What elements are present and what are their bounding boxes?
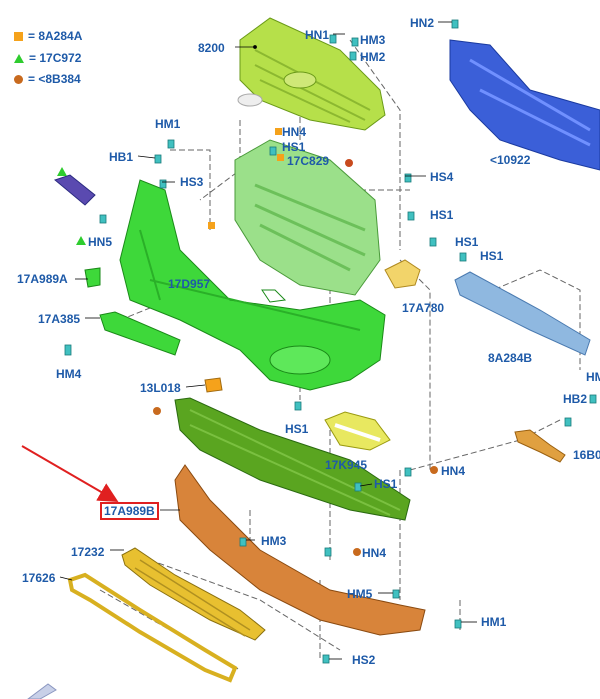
bumper-cover — [119, 179, 386, 391]
grille-panel — [239, 17, 386, 131]
marker-circle — [430, 466, 438, 474]
triangle-icon — [14, 53, 24, 63]
label-hs1[interactable]: HS1 — [430, 208, 454, 222]
marker-square — [208, 222, 215, 229]
square-icon — [14, 31, 23, 41]
marker-triangle — [76, 236, 86, 245]
fasteners — [64, 19, 597, 664]
label-10922[interactable]: <10922 — [490, 153, 531, 167]
label-8a284b[interactable]: 8A284B — [488, 351, 533, 365]
label-hm1[interactable]: HM1 — [155, 117, 181, 131]
grille-frame-17626 — [67, 572, 238, 683]
label-17d957[interactable]: 17D957 — [168, 277, 211, 291]
label-17a989b-highlighted[interactable]: 17A989B — [100, 502, 159, 520]
label-17c829[interactable]: 17C829 — [287, 154, 330, 168]
label-leaders — [59, 21, 477, 660]
label-hm1[interactable]: HM1 — [481, 615, 507, 629]
legend-item-square: = 8A284A — [14, 29, 82, 43]
marker-square — [277, 154, 284, 161]
label-hn5[interactable]: HN5 — [88, 235, 113, 249]
marker-square — [275, 128, 282, 135]
label-17232[interactable]: 17232 — [71, 545, 105, 559]
marker-triangle — [57, 167, 67, 176]
label-16b0[interactable]: 16B0 — [573, 448, 600, 462]
label-hn2[interactable]: HN2 — [410, 16, 435, 30]
label-hs2[interactable]: HS2 — [352, 653, 376, 667]
bracket-8a284b — [454, 271, 591, 356]
label-8200[interactable]: 8200 — [198, 41, 225, 55]
legend-item-circle: = <8B384 — [14, 72, 81, 86]
bracket-17a780 — [384, 259, 421, 289]
highlight-arrow — [21, 445, 119, 503]
label-13l018[interactable]: 13L018 — [140, 381, 181, 395]
label-hs1[interactable]: HS1 — [374, 477, 398, 491]
bracket-13l018 — [204, 377, 223, 393]
label-17626[interactable]: 17626 — [22, 571, 56, 585]
label-hs1[interactable]: HS1 — [480, 249, 504, 263]
label-17a780[interactable]: 17A780 — [402, 301, 445, 315]
label-hb1[interactable]: HB1 — [109, 150, 134, 164]
label-hs3[interactable]: HS3 — [180, 175, 204, 189]
label-hm3[interactable]: HM3 — [360, 33, 386, 47]
label-hn4[interactable]: HN4 — [362, 546, 387, 560]
circle-icon — [14, 74, 23, 84]
label-hs4[interactable]: HS4 — [430, 170, 454, 184]
label-hs1[interactable]: HS1 — [282, 140, 306, 154]
label-hn4[interactable]: HN4 — [441, 464, 466, 478]
label-hs1[interactable]: HS1 — [285, 422, 309, 436]
label-hm3[interactable]: HM3 — [261, 534, 287, 548]
left-side-bracket — [99, 311, 181, 356]
label-hm5[interactable]: HM5 — [347, 587, 373, 601]
label-hm-partial[interactable]: HM — [586, 370, 600, 384]
legend-text: = 17C972 — [29, 51, 82, 65]
lower-bumper-17a989b — [174, 464, 426, 636]
marker-circle — [153, 407, 161, 415]
label-hn4[interactable]: HN4 — [282, 125, 307, 139]
legend-item-triangle: = 17C972 — [14, 51, 81, 65]
legend-text: = 8A284A — [28, 29, 83, 43]
label-17a989a[interactable]: 17A989A — [17, 272, 68, 286]
bumper-support-bracket — [234, 139, 381, 296]
blue-impact-beam — [449, 39, 600, 171]
label-hb2[interactable]: HB2 — [563, 392, 588, 406]
label-17a385[interactable]: 17A385 — [38, 312, 81, 326]
label-hn1[interactable]: HN1 — [305, 28, 330, 42]
label-hm4[interactable]: HM4 — [56, 367, 82, 381]
nav-arrow-icon[interactable] — [27, 683, 57, 699]
label-hs1[interactable]: HS1 — [455, 235, 479, 249]
label-17k945[interactable]: 17K945 — [325, 458, 368, 472]
bracket-16b0 — [514, 429, 566, 463]
marker-circle — [353, 548, 361, 556]
legend-text: = <8B384 — [28, 72, 81, 86]
label-hm2[interactable]: HM2 — [360, 50, 386, 64]
marker-circle — [345, 159, 353, 167]
